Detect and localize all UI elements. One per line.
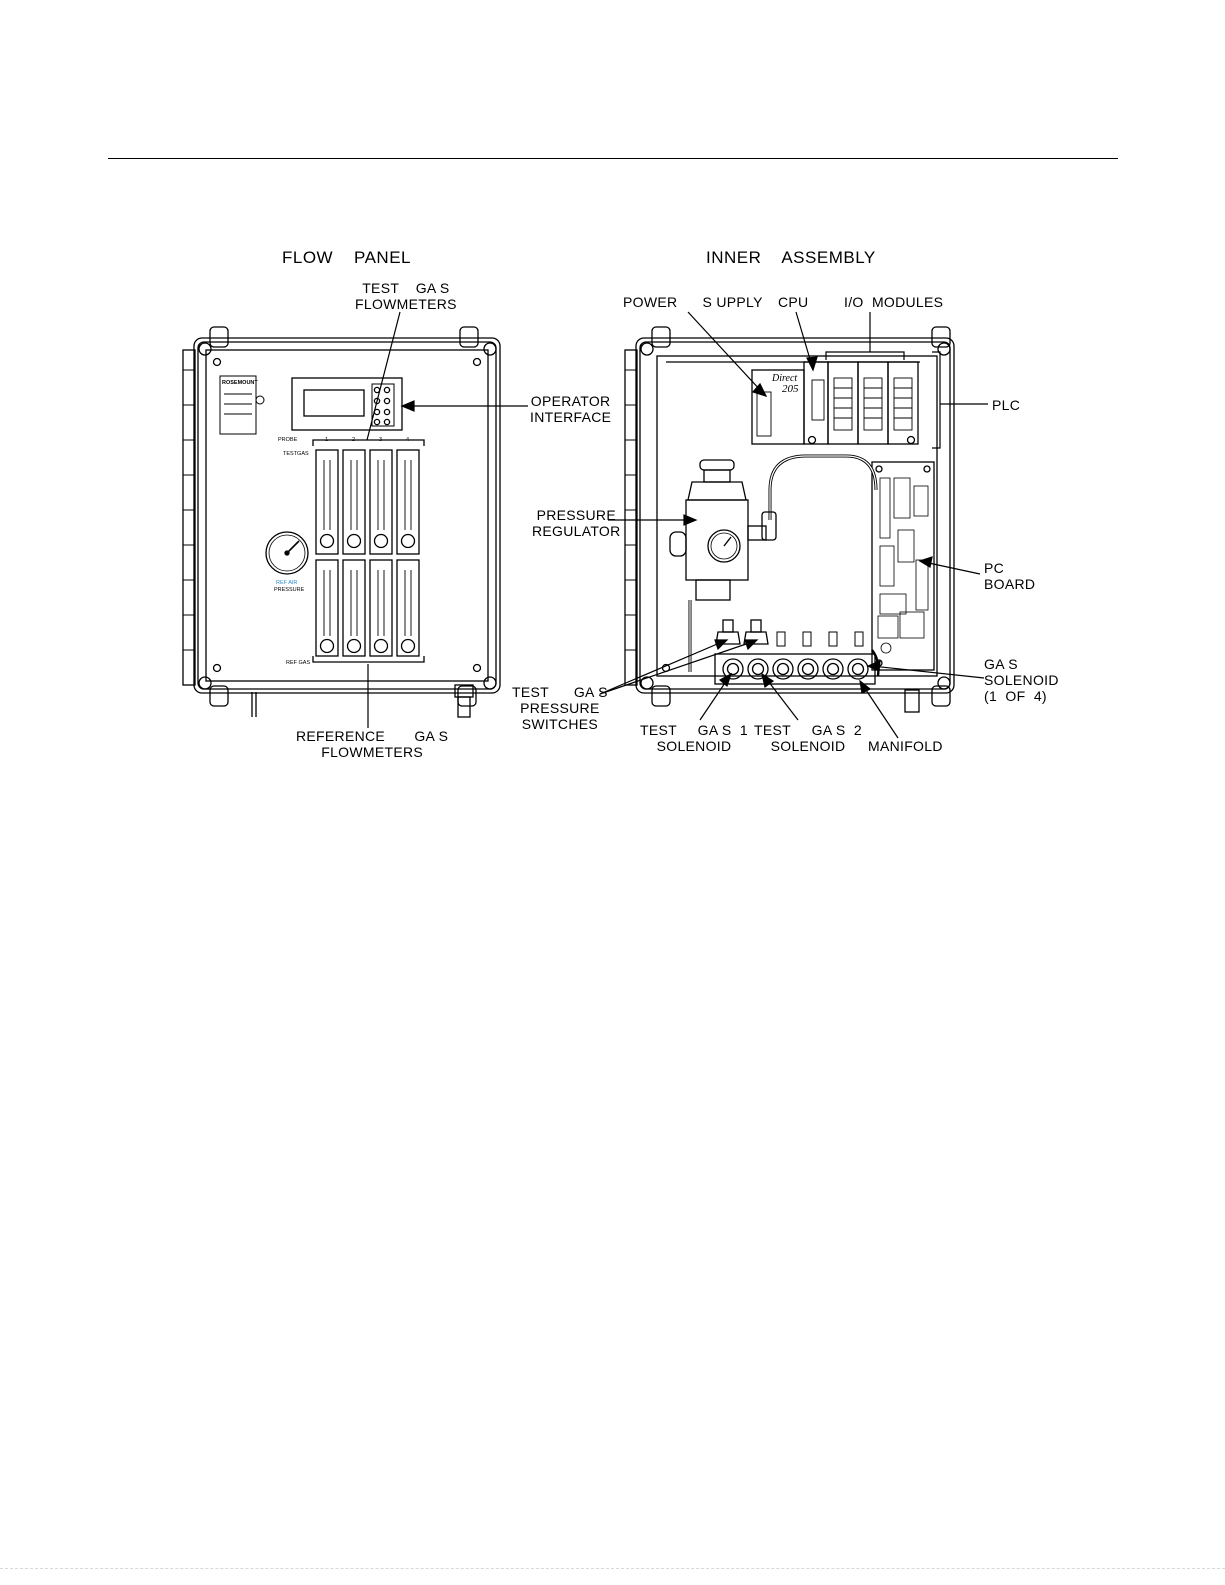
probe-number-3: 3 [379,437,383,443]
probe-number-4: 4 [406,437,410,443]
label-plc: PLC [992,397,1021,413]
nameplate-brand: ROSEMOUNT [222,380,258,386]
test-gas-flowmeters [315,449,420,555]
inner-assembly-enclosure [624,326,955,713]
plc-model: 205 [782,383,799,395]
label-cpu: CPU [778,294,809,310]
label-pc-board: PC BOARD [984,560,1036,592]
pressure-regulator [669,459,777,601]
label-power-supply: POWER S UPPLY [623,294,763,310]
operator-interface-display [291,377,403,431]
page-bottom-separator [0,1568,1225,1569]
plc-rack [751,361,919,445]
flowmeter-brackets [312,439,425,663]
label-reference-gas-flowmeters: REFERENCE GA S FLOWMETERS [296,728,449,760]
label-io-modules: I/O MODULES [844,294,944,310]
probe-number-2: 2 [352,437,356,443]
gauge-label-ref-air: REF AIR [276,580,298,586]
probe-number-1: 1 [325,437,329,443]
pc-board [871,461,935,671]
flow-panel-enclosure [182,326,501,718]
probe-label: PROBE [278,437,298,443]
pressure-switches [715,619,864,647]
gauge-label-pressure: PRESSURE [274,587,305,593]
ref-gas-row-label: REF GAS [286,660,311,666]
label-gas-solenoid: GA S SOLENOID (1 OF 4) [984,656,1059,704]
reference-gas-flowmeters [315,559,420,657]
label-test-gas-pressure-switches: TEST GA S PRESSURE SWITCHES [512,684,608,732]
label-test-gas-flowmeters: TEST GA S FLOWMETERS [355,280,457,312]
leader-lines [366,311,988,739]
plc-brand: Direct [772,373,798,384]
manifold [714,653,876,685]
ref-air-pressure-gauge [265,531,309,575]
nameplate [219,375,265,435]
inner-assembly-title: INNER ASSEMBLY [706,248,876,267]
label-test-gas-1-solenoid: TEST GA S 1 SOLENOID [640,722,749,754]
label-test-gas-2-solenoid: TEST GA S 2 SOLENOID [754,722,863,754]
flow-panel-title: FLOW PANEL [282,248,411,267]
label-operator-interface: OPERATOR INTERFACE [530,393,612,425]
label-manifold: MANIFOLD [868,738,943,754]
label-pressure-regulator: PRESSURE REGULATOR [532,507,621,539]
test-gas-row-label: TESTGAS [283,451,309,457]
header-rule [108,158,1118,159]
